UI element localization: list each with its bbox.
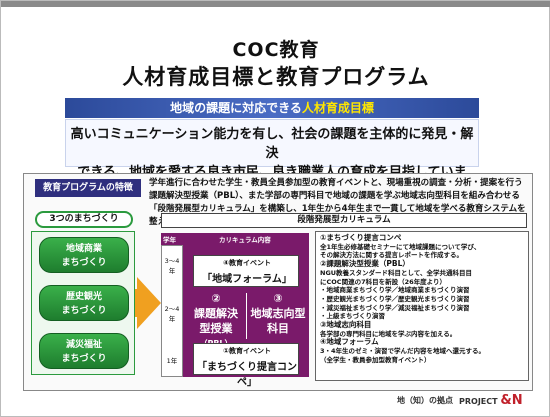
- project-mark: &N: [500, 393, 523, 408]
- regional-subject-line1: 地域志向型: [250, 307, 306, 320]
- regional-forum-box: ④教育イベント 「地域フォーラム」: [193, 255, 299, 287]
- three-machizukuri-label: 3つのまちづくり: [35, 211, 133, 228]
- machizukuri-history-line2: まちづくり: [61, 306, 107, 316]
- machizukuri-history: 歴史観光 まちづくり: [39, 285, 129, 321]
- regional-subject-box: ③ 地域志向型 科目: [248, 291, 308, 336]
- grade-mid: 2〜4年: [164, 305, 180, 323]
- feature-label: 教育プログラムの特徴: [35, 179, 141, 197]
- mid-divider: [246, 293, 247, 339]
- pbl-line2: 型授業: [199, 322, 233, 335]
- project-text: PROJECT: [459, 397, 498, 406]
- machizukuri-welfare-line1: 減災福祉: [65, 340, 102, 350]
- regional-subject-line2: 科目: [267, 322, 289, 335]
- pbl-box: ② 課題解決 型授業 （PBL）: [187, 291, 245, 351]
- detail-2d: ・歴史観光まちづくり学／歴史観光まちづくり演習: [320, 294, 470, 303]
- detail-2e: ・減災福祉まちづくり学／減災福祉まちづくり演習: [320, 303, 470, 312]
- machizukuri-welfare-line2: まちづくり: [61, 354, 107, 364]
- detail-1b: その解決方法に関する提言レポートを作成する。: [320, 251, 463, 260]
- detail-3a: 各学部の専門科目に地域を学ぶ内容を加える。: [320, 329, 457, 338]
- machizukuri-commerce: 地域商業 まちづくり: [39, 237, 129, 273]
- page-subtitle: 人材育成目標と教育プログラム: [122, 65, 430, 89]
- detail-heading-3: ③地域志向科目: [320, 320, 372, 330]
- machizukuri-commerce-line1: 地域商業: [65, 244, 102, 254]
- detail-4b: （全学生・教員参加型教育イベント）: [320, 355, 431, 364]
- machizukuri-commerce-line2: まちづくり: [61, 258, 107, 268]
- detail-heading-2: ②課題解決型授業（PBL）: [320, 259, 410, 269]
- proposal-contest-box: ①教育イベント 「まちづくり提言コンペ」: [193, 343, 299, 388]
- forum-event-name: 「地域フォーラム」: [202, 274, 292, 285]
- detail-heading-4: ④地域フォーラム: [320, 337, 379, 347]
- detail-2a: NGU教養スタンダード科目として、全学共通科目目: [320, 268, 473, 277]
- pbl-line1: 課題解決: [194, 307, 238, 320]
- goal-banner-prefix: 地域の課題に対応できる: [170, 101, 302, 115]
- arrow-right-icon: [137, 277, 161, 329]
- grade-bottom: 1年: [166, 357, 178, 365]
- detail-1a: 全1年生必修基礎セミナーにて地域課題について学び、: [320, 242, 481, 251]
- project-logo: PROJECT &N: [459, 393, 523, 408]
- header-content: カリキュラム内容: [219, 236, 271, 244]
- top-border: [1, 1, 550, 7]
- contest-event-label: ①教育イベント: [223, 347, 271, 355]
- pbl-number: ②: [211, 292, 221, 305]
- regional-subject-number: ③: [273, 292, 283, 305]
- goal-banner-highlight: 人材育成目標: [301, 101, 374, 115]
- detail-2c: ・地域商業まちづくり学／地域商業まちづくり演習: [320, 286, 470, 295]
- university-logo: 地（知）の拠点: [397, 396, 453, 405]
- forum-event-label: ④教育イベント: [223, 259, 271, 267]
- detail-2b: にCOC関連の7科目を新設（26年度より）: [320, 277, 447, 286]
- curriculum-header: 学年 カリキュラム内容: [161, 233, 309, 245]
- detail-4a: 3・4年生のゼミ・演習で学んだ内容を地域へ還元する。: [320, 347, 486, 356]
- header-grade: 学年: [163, 236, 176, 244]
- goal-statement: 高いコミュニケーション能力を有し、社会の課題を主体的に発見・解決 できる、地域を…: [65, 119, 479, 199]
- machizukuri-welfare: 減災福祉 まちづくり: [39, 333, 129, 369]
- page-title: COC教育: [232, 39, 320, 61]
- goal-line-1: 高いコミュニケーション能力を有し、社会の課題を主体的に発見・解決: [70, 127, 474, 161]
- grade-column: 3〜4年 2〜4年 1年: [161, 245, 183, 377]
- detail-2f: ・上級まちづくり演習: [320, 312, 385, 321]
- contest-event-name: 「まちづくり提言コンペ」: [197, 362, 297, 388]
- grade-top: 3〜4年: [164, 257, 180, 275]
- curriculum-details: ①まちづくり提言コンペ 全1年生必修基礎セミナーにて地域課題について学び、 その…: [315, 231, 529, 381]
- curriculum-bar: 段階発展型カリキュラム: [161, 213, 527, 228]
- machizukuri-history-line1: 歴史観光: [65, 292, 102, 302]
- detail-heading-1: ①まちづくり提言コンペ: [320, 233, 402, 242]
- goal-banner: 地域の課題に対応できる人材育成目標: [65, 98, 479, 118]
